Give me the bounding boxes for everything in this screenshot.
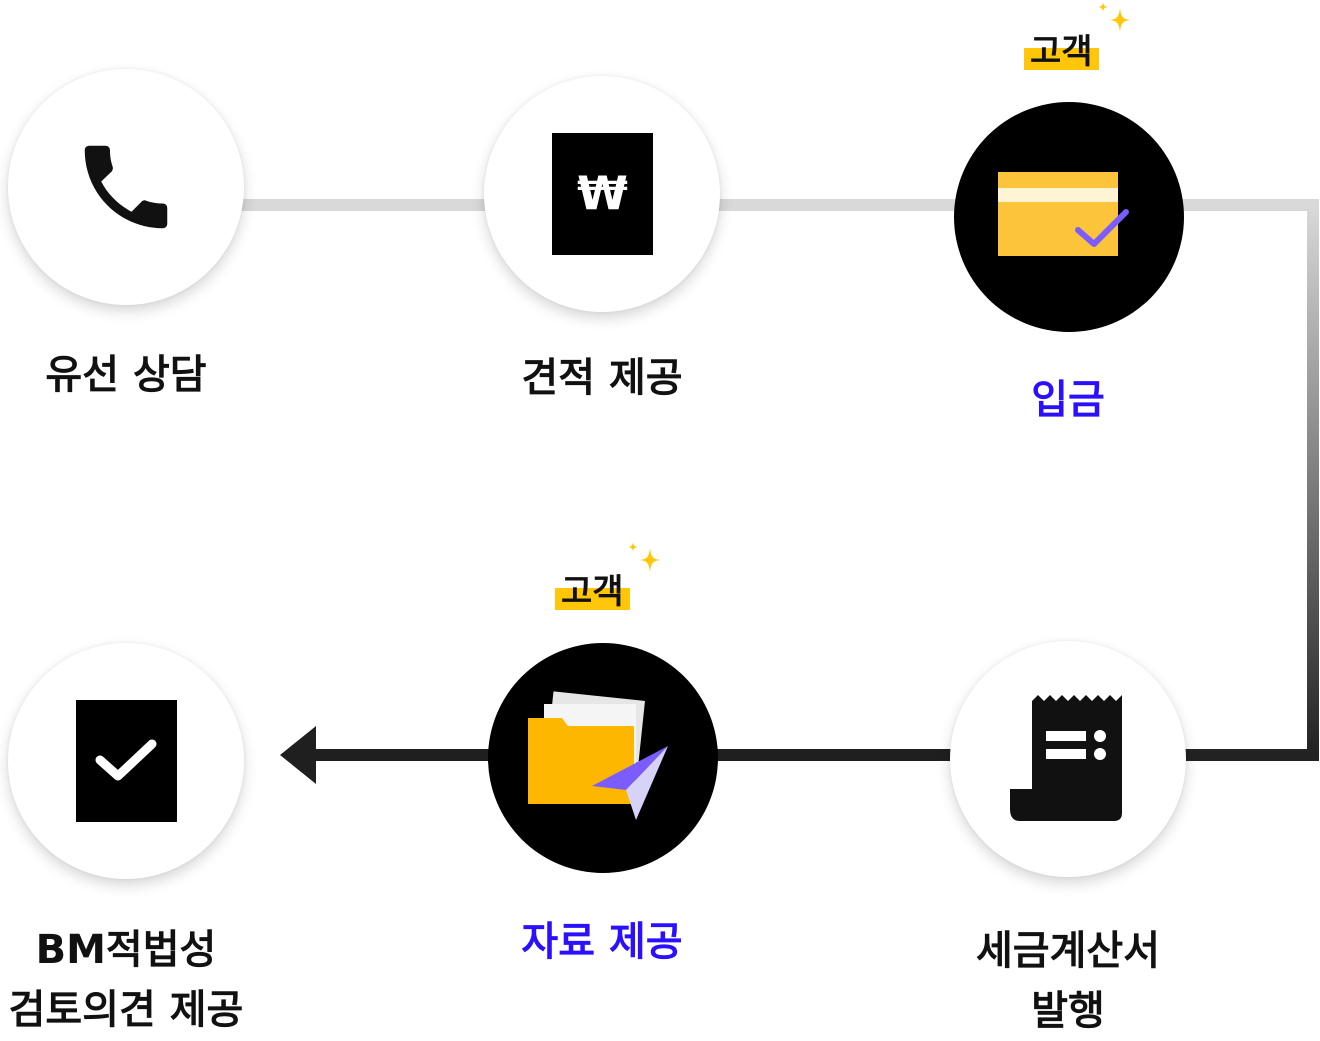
step-estimate-node: ₩ xyxy=(484,76,720,312)
won-symbol: ₩ xyxy=(577,167,628,221)
receipt-icon xyxy=(1010,695,1122,821)
step-materials-badge: 고객 xyxy=(555,572,630,612)
card-check-icon xyxy=(998,172,1129,256)
arrowhead xyxy=(280,726,316,784)
step-review-node xyxy=(8,643,244,879)
sparkle-icon xyxy=(1098,2,1130,32)
won-document-icon: ₩ xyxy=(551,133,653,255)
step-estimate-label: 견적 제공 xyxy=(521,355,683,401)
step-payment-label: 입금 xyxy=(1031,377,1105,423)
sparkle-icon xyxy=(628,542,660,572)
folder-send-icon xyxy=(528,691,668,820)
step-phone-label: 유선 상담 xyxy=(45,352,207,398)
step-phone-node xyxy=(8,69,244,305)
step-invoice-node xyxy=(950,641,1186,877)
phone-icon xyxy=(84,145,168,229)
step-materials-label: 자료 제공 xyxy=(521,919,683,965)
step-review-label: BM적법성 검토의견 제공 xyxy=(8,927,244,1033)
step-payment-node xyxy=(954,102,1184,332)
badge-highlight xyxy=(555,588,630,610)
step-materials-node xyxy=(488,643,718,873)
connector-line-payment-invoice xyxy=(1068,199,1319,761)
step-invoice-label: 세금계산서 발행 xyxy=(976,928,1160,1034)
check-document-icon xyxy=(75,700,177,822)
badge-highlight xyxy=(1024,48,1099,70)
step-payment-badge: 고객 xyxy=(1024,32,1099,72)
